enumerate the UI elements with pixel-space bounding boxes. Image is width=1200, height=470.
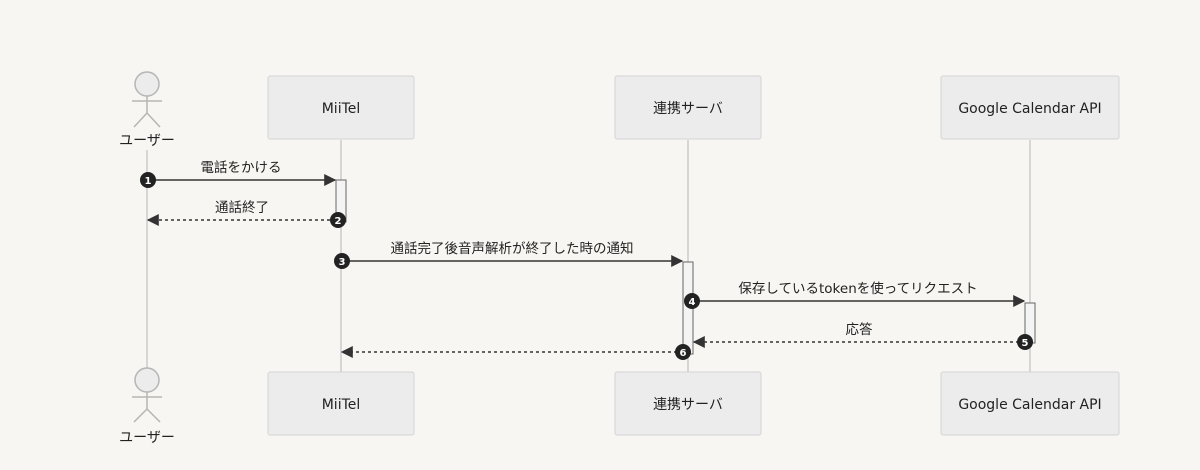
sequence-badge-3 [334,253,350,269]
messages: 電話をかける 1 通話終了 2 通話完了後音声解析が終了した時の通知 3 保存し… [140,159,1033,360]
message-1: 電話をかける 1 [140,159,337,188]
participant-label-gcal-top: Google Calendar API [958,101,1101,117]
sequence-badge-1 [140,172,156,188]
message-5: 応答 5 [692,321,1033,350]
message-label-1: 電話をかける [201,159,282,176]
actor-user-top: ユーザー [119,71,175,149]
sequence-number-2: 2 [335,216,342,227]
message-label-4: 保存しているtokenを使ってリクエスト [738,280,977,297]
sequence-number-3: 3 [339,257,346,268]
message-3: 通話完了後音声解析が終了した時の通知 3 [334,240,684,269]
sequence-badge-2 [330,212,346,228]
participant-box-gcal-top: Google Calendar API [940,75,1120,140]
participant-label-miitel-bottom: MiiTel [322,397,361,413]
sequence-number-1: 1 [145,176,152,187]
message-label-2: 通話終了 [215,199,269,216]
actor-figure-icon [132,367,162,423]
message-2: 通話終了 2 [146,199,346,228]
participant-label-miitel-top: MiiTel [322,101,361,117]
participants-bottom: ユーザー MiiTel 連携サーバ Google Calendar API [119,367,1120,446]
sequence-badge-4 [684,293,700,309]
participant-box-server-top: 連携サーバ [614,75,762,140]
actor-user-bottom: ユーザー [119,367,175,446]
participant-box-server-bottom: 連携サーバ [614,371,762,436]
message-4: 保存しているtokenを使ってリクエスト 4 [684,280,1026,309]
activation-bars [335,179,1036,355]
participant-box-miitel-top: MiiTel [267,75,415,140]
actor-figure-icon [132,71,162,128]
participant-box-miitel-bottom: MiiTel [267,371,415,436]
sequence-number-4: 4 [689,297,696,308]
participant-label-server-bottom: 連携サーバ [653,397,723,413]
message-label-3: 通話完了後音声解析が終了した時の通知 [391,240,634,257]
participants-top: ユーザー MiiTel 連携サーバ Google Calendar API [119,71,1120,149]
message-6: 6 [340,344,691,360]
participant-label-gcal-bottom: Google Calendar API [958,397,1101,413]
message-label-5: 応答 [846,321,874,338]
sequence-badge-5 [1017,334,1033,350]
participant-label-server-top: 連携サーバ [653,101,723,117]
participant-label-user-top: ユーザー [119,133,175,149]
participant-box-gcal-bottom: Google Calendar API [940,371,1120,436]
participant-label-user-bottom: ユーザー [119,430,175,446]
sequence-badge-6 [675,344,691,360]
sequence-number-5: 5 [1022,338,1029,349]
sequence-number-6: 6 [680,348,687,359]
